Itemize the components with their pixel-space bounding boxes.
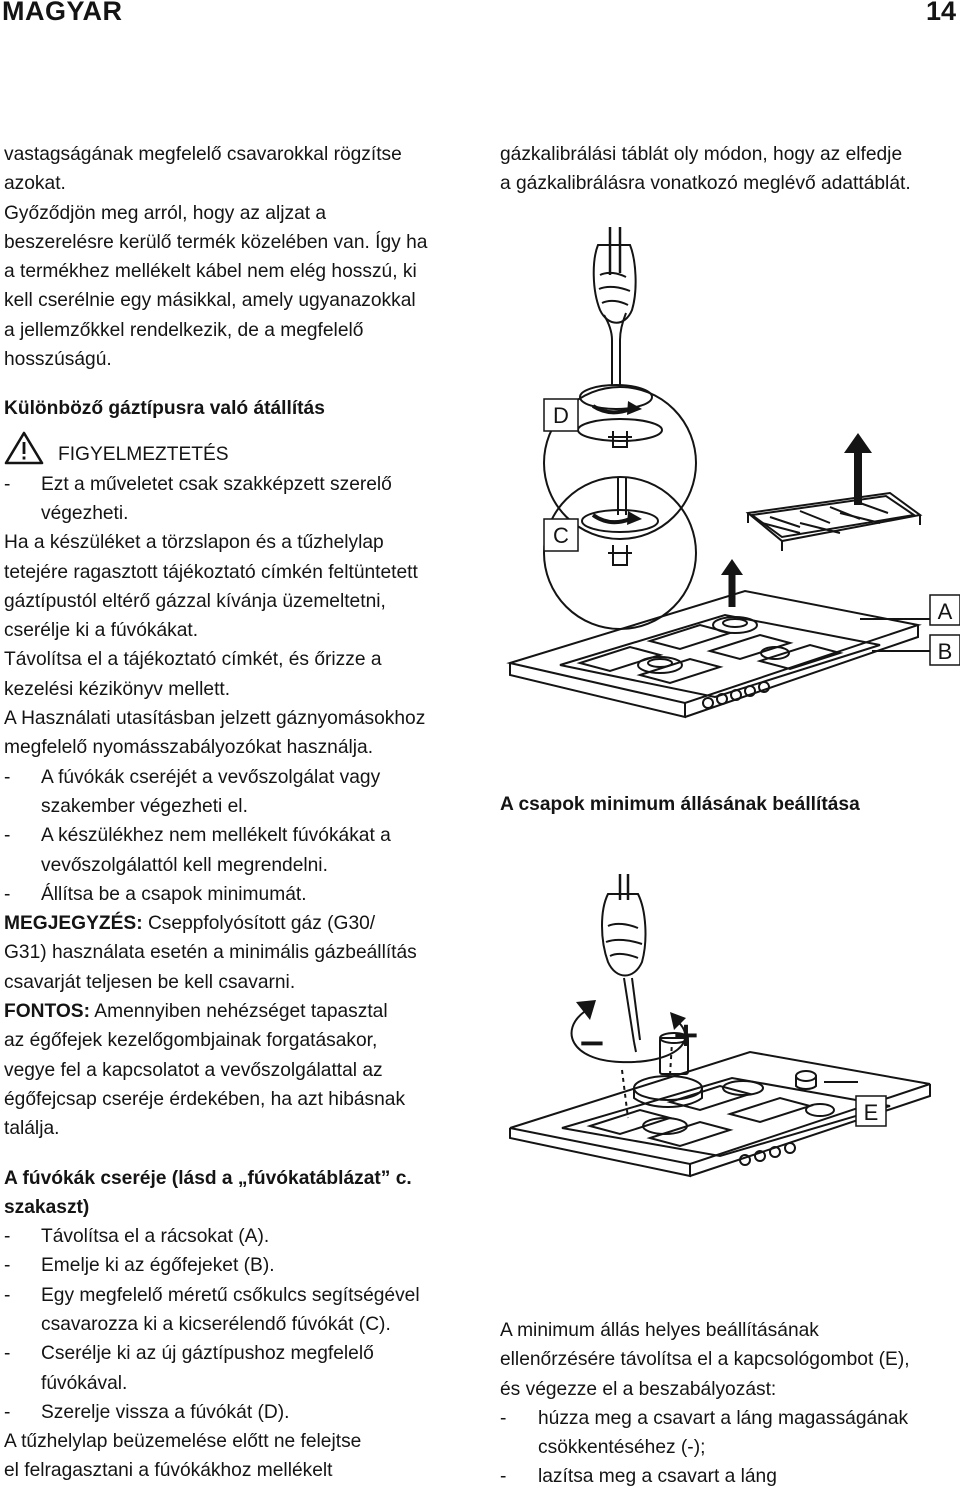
warning-block: FIGYELMEZTETÉS — [4, 424, 482, 470]
warning-item: -Ezt a műveletet csak szakképzett szerel… — [4, 473, 392, 495]
list-item: -A készülékhez nem mellékelt fúvókákat a — [4, 825, 391, 847]
adjust-item: -lazítsa meg a csavart a láng — [500, 1466, 777, 1488]
label-e: E — [864, 1100, 879, 1125]
increase-icon: + — [672, 1015, 701, 1055]
label-c: C — [553, 523, 569, 548]
intro-paragraph: vastagságának megfelelő csavarokkal rögz… — [4, 144, 428, 371]
decrease-icon: − — [578, 1023, 607, 1063]
list-item: -A fúvókák cseréjét a vevőszolgálat vagy — [4, 766, 381, 788]
left-column: vastagságának megfelelő csavarokkal rögz… — [4, 140, 482, 1486]
note-paragraph: MEGJEGYZÉS: Cseppfolyósított gáz (G30/ — [4, 913, 376, 935]
important-paragraph: FONTOS: Amennyiben nehézséget tapasztal — [4, 1001, 388, 1023]
nozzle-step: -Egy megfelelő méretű csőkulcs segítségé… — [4, 1284, 420, 1306]
nozzle-step: -Távolítsa el a rácsokat (A). — [4, 1226, 270, 1248]
nozzle-step: -Cserélje ki az új gáztípushoz megfelelő — [4, 1343, 374, 1365]
section-title-minimum-setting: A csapok minimum állásának beállítása — [500, 794, 860, 815]
page-header: MAGYAR 14 — [0, 0, 960, 30]
list-item: -Állítsa be a csapok minimumát. — [4, 883, 307, 905]
section-title-gas-conversion: Különböző gáztípusra való átállítás — [4, 398, 325, 420]
right-column-adjustment: A minimum állás helyes beállításának ell… — [500, 1316, 958, 1492]
nozzle-step: -Szerelje vissza a fúvókát (D). — [4, 1401, 290, 1423]
page-number: 14 — [925, 0, 956, 26]
label-a: A — [938, 599, 953, 624]
language-label: MAGYAR — [2, 0, 123, 26]
warning-label: FIGYELMEZTETÉS — [58, 444, 229, 466]
right-column-intro: gázkalibrálási táblát oly módon, hogy az… — [500, 144, 911, 195]
label-b: B — [938, 639, 953, 664]
nozzle-step: -Emelje ki az égőfejeket (B). — [4, 1255, 275, 1277]
minimum-adjustment-figure: − + E — [509, 874, 931, 1178]
nozzle-replacement-figure: D C A B — [506, 227, 960, 719]
right-column-section: A csapok minimum állásának beállítása — [500, 790, 958, 819]
nozzle-section-title: A fúvókák cseréje (lásd a „fúvókatábláza… — [4, 1167, 412, 1189]
warning-triangle-icon — [4, 431, 44, 464]
label-d: D — [553, 403, 569, 428]
adjust-item: -húzza meg a csavart a láng magasságának — [500, 1407, 909, 1429]
